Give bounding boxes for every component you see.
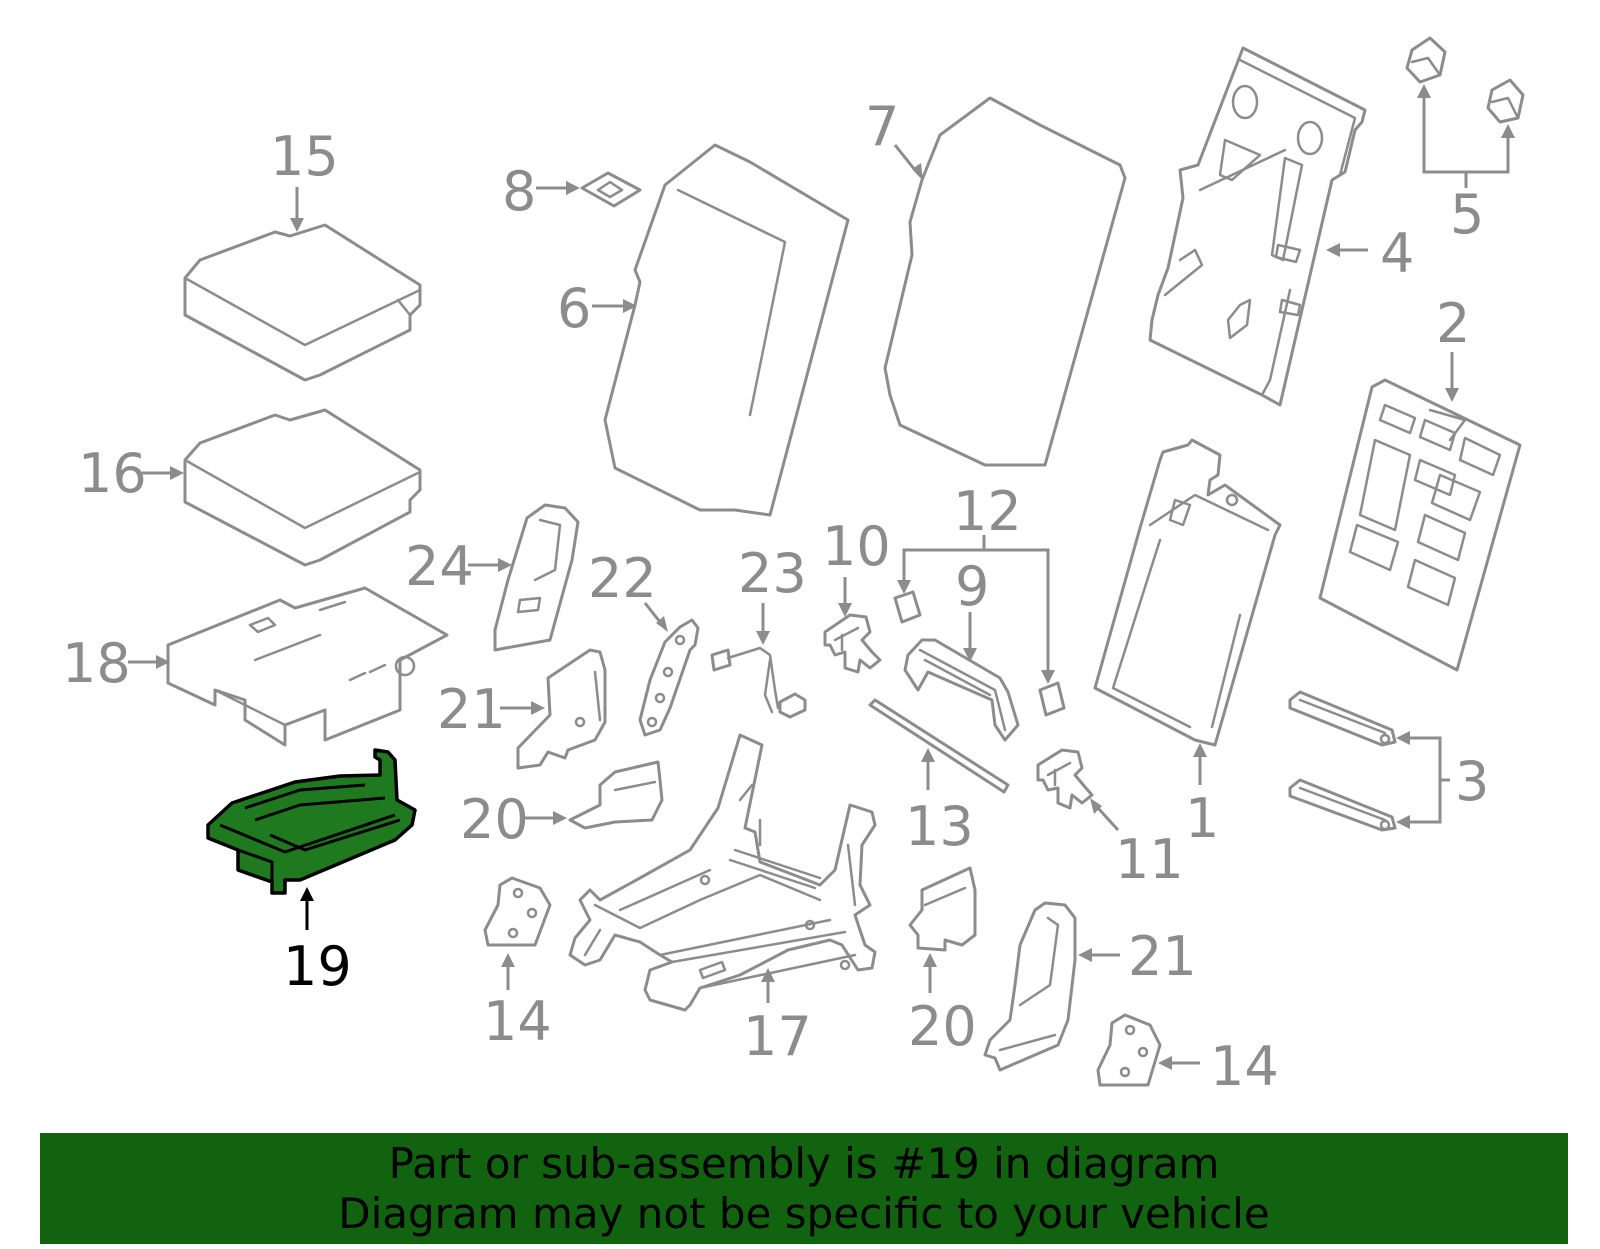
part-21-left-cover: [516, 648, 607, 770]
svg-text:15: 15: [270, 125, 339, 188]
part-1-back-frame-side: [1093, 438, 1282, 747]
svg-text:6: 6: [557, 277, 591, 340]
callout-22: 22: [588, 547, 668, 632]
part-20-left-cover: [568, 760, 664, 830]
svg-text:19: 19: [283, 935, 352, 998]
callout-24: 24: [405, 535, 512, 598]
svg-text:20: 20: [908, 995, 977, 1058]
svg-text:12: 12: [953, 480, 1022, 543]
svg-text:10: 10: [822, 515, 891, 578]
part-24-side-trim: [493, 503, 580, 652]
svg-text:22: 22: [588, 547, 657, 610]
svg-text:14: 14: [483, 990, 552, 1053]
part-3-trim-covers: [1288, 690, 1397, 832]
svg-text:3: 3: [1455, 750, 1489, 813]
part-14-left-plate: [483, 876, 552, 947]
info-banner: Part or sub-assembly is #19 in diagram D…: [40, 1133, 1568, 1244]
part-7-seatback-pad: [883, 96, 1127, 467]
part-9-channel: [903, 638, 1020, 742]
svg-text:13: 13: [905, 795, 974, 858]
banner-line-1: Part or sub-assembly is #19 in diagram: [388, 1138, 1220, 1188]
callout-13: 13: [905, 748, 974, 858]
part-18-seat-shield: [166, 586, 449, 747]
callout-21-right: 21: [1078, 925, 1197, 988]
callout-8: 8: [502, 160, 580, 223]
part-5-headrest-guides: [1405, 36, 1525, 124]
callout-2: 2: [1436, 292, 1470, 402]
svg-text:4: 4: [1380, 222, 1414, 285]
svg-text:20: 20: [460, 788, 529, 851]
svg-text:2: 2: [1436, 292, 1470, 355]
callout-14-right: 14: [1158, 1035, 1279, 1098]
svg-text:11: 11: [1115, 828, 1184, 891]
callout-10: 10: [822, 515, 891, 617]
svg-text:1: 1: [1185, 787, 1219, 850]
callout-19: 19: [283, 887, 352, 998]
svg-text:21: 21: [1128, 925, 1197, 988]
part-13-rod: [868, 698, 1010, 794]
svg-text:8: 8: [502, 160, 536, 223]
svg-text:21: 21: [437, 678, 506, 741]
svg-text:14: 14: [1210, 1035, 1279, 1098]
callout-5: 5: [1417, 84, 1515, 246]
part-10-clip: [823, 613, 882, 674]
svg-text:16: 16: [78, 442, 147, 505]
svg-text:18: 18: [62, 632, 131, 695]
part-20-right-cover: [908, 866, 977, 952]
callout-11: 11: [1090, 798, 1184, 891]
part-14-right-plate: [1096, 1013, 1162, 1087]
callout-23: 23: [738, 542, 807, 645]
part-12-pads: [893, 590, 1066, 717]
part-4-seatback-frame: [1148, 46, 1367, 407]
part-22-bracket: [638, 618, 700, 737]
callout-12: 12: [897, 480, 1055, 684]
callout-15: 15: [270, 125, 339, 232]
callout-21-left: 21: [437, 678, 545, 741]
part-23-harness: [710, 646, 807, 719]
callout-6: 6: [557, 277, 637, 340]
callout-20-left: 20: [460, 788, 567, 851]
part-17-seat-track-frame: [568, 733, 877, 1012]
banner-line-2: Diagram may not be specific to your vehi…: [338, 1188, 1270, 1238]
part-8-clip: [580, 171, 642, 208]
callout-4: 4: [1326, 222, 1414, 285]
part-11-clip: [1036, 748, 1094, 810]
callout-14-left: 14: [483, 953, 552, 1053]
svg-text:23: 23: [738, 542, 807, 605]
part-2-back-panel: [1318, 378, 1522, 672]
callout-1: 1: [1185, 743, 1219, 850]
svg-text:24: 24: [405, 535, 474, 598]
callout-16: 16: [78, 442, 184, 505]
part-6-seatback-cover: [603, 143, 850, 517]
part-16-cushion-pad: [183, 408, 422, 567]
svg-text:5: 5: [1450, 183, 1484, 246]
svg-text:9: 9: [955, 555, 989, 618]
callout-18: 18: [62, 632, 170, 695]
part-15-cushion-cover: [183, 223, 422, 382]
callout-3: 3: [1396, 731, 1489, 829]
callout-9: 9: [955, 555, 989, 662]
callout-17: 17: [743, 968, 812, 1068]
callout-20-right: 20: [908, 953, 977, 1058]
svg-text:7: 7: [865, 95, 899, 158]
callout-7: 7: [865, 95, 923, 181]
part-19-highlighted: [206, 748, 417, 895]
part-21-right-cover: [983, 901, 1077, 1072]
svg-text:17: 17: [743, 1005, 812, 1068]
